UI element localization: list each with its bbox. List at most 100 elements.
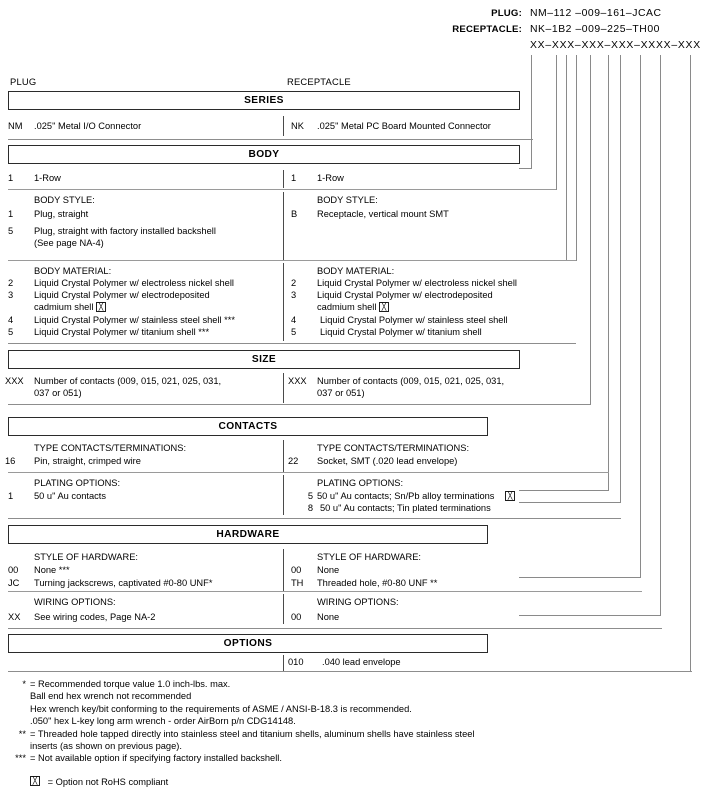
body-row-receptacle-code: 1 — [291, 173, 297, 183]
rule-after-hardware-style — [8, 591, 642, 592]
footnote-triple-star-mark: *** — [15, 753, 26, 764]
hardware-style-receptacle-code-0: 00 — [291, 565, 302, 575]
body-material-receptacle-code-1: 3 — [291, 290, 297, 300]
footnote-single-star-line2: Ball end hex wrench not recommended — [30, 691, 192, 702]
plating-plug-text-0: 50 u" Au contacts — [34, 491, 107, 501]
footnote-triple-star: *** = Not available option if specifying… — [6, 752, 696, 764]
body-material-plug-code-3: 4 — [8, 315, 14, 325]
body-row-plug-text: 1-Row — [34, 173, 61, 183]
series-receptacle-code: NK — [291, 121, 304, 131]
rule-after-options — [8, 671, 692, 673]
column-divider-contacts-type — [283, 440, 285, 472]
plating-receptacle-text-1: 50 u" Au contacts; Tin plated terminatio… — [320, 503, 491, 513]
rule-after-series — [8, 139, 533, 141]
leader-line-size-b — [590, 300, 591, 404]
options-receptacle-text-0: .040 lead envelope — [322, 657, 401, 667]
leader-line-contacts — [608, 55, 609, 490]
receptacle-label: RECEPTACLE: — [452, 24, 522, 35]
plug-part-number: NM–112 –009–161–JCAC — [530, 8, 662, 19]
body-material-plug-text-2-label: cadmium shell — [34, 302, 94, 312]
leader-elbow-hardware — [519, 577, 641, 578]
series-plug-code: NM — [8, 121, 23, 131]
rule-after-body-style — [8, 260, 576, 261]
part-number-mask: XX–XXX–XXX–XXX–XXXX–XXX — [530, 40, 701, 51]
wiring-plug-caption: WIRING OPTIONS: — [34, 597, 116, 607]
body-style-plug-code-1: 5 — [8, 226, 14, 236]
column-divider-hardware-style — [283, 549, 285, 591]
column-divider-options — [283, 655, 285, 671]
hardware-style-plug-text-0: None *** — [34, 565, 70, 575]
hardware-style-receptacle-text-1: Threaded hole, #0-80 UNF ** — [317, 578, 438, 588]
contacts-type-plug-code-0: 16 — [5, 456, 16, 466]
body-material-receptacle-text-0: Liquid Crystal Polymer w/ electroless ni… — [317, 278, 517, 288]
column-header-plug: PLUG — [10, 76, 37, 87]
plug-part-number-row: PLUG: NM–112 –009–161–JCAC — [430, 8, 703, 24]
section-header-series: SERIES — [8, 91, 520, 110]
body-style-plug-text-1: Plug, straight with factory installed ba… — [34, 226, 216, 236]
size-plug-line1: Number of contacts (009, 015, 021, 025, … — [34, 376, 222, 386]
footnote-single-star-line4: .050" hex L-key long arm wrench - order … — [30, 716, 296, 727]
column-divider-body-material — [283, 263, 285, 341]
wiring-receptacle-caption: WIRING OPTIONS: — [317, 597, 399, 607]
contacts-type-receptacle-caption: TYPE CONTACTS/TERMINATIONS: — [317, 443, 470, 453]
rule-after-wiring — [8, 628, 662, 630]
section-header-contacts: CONTACTS — [8, 417, 488, 436]
footnote-double-star-line1: = Threaded hole tapped directly into sta… — [30, 728, 475, 739]
body-material-plug-text-1: Liquid Crystal Polymer w/ electrodeposit… — [34, 290, 210, 300]
receptacle-part-number: NK–1B2 –009–225–TH00 — [530, 24, 661, 35]
leader-line-hardware — [640, 55, 641, 577]
footnote-rohs: ╳ = Option not RoHS compliant — [6, 776, 696, 788]
body-style-plug-text-0: Plug, straight — [34, 209, 89, 219]
contacts-type-plug-text-0: Pin, straight, crimped wire — [34, 456, 141, 466]
section-header-body: BODY — [8, 145, 520, 164]
rohs-noncompliant-icon: ╳ — [30, 776, 40, 787]
wiring-receptacle-text-0: None — [317, 612, 340, 622]
body-material-plug-text-3: Liquid Crystal Polymer w/ stainless stee… — [34, 315, 235, 325]
hardware-style-plug-text-1: Turning jackscrews, captivated #0-80 UNF… — [34, 578, 213, 588]
rule-after-body-material — [8, 343, 576, 345]
hardware-style-plug-code-1: JC — [8, 578, 20, 588]
column-divider-plating — [283, 475, 285, 515]
footnote-single-star-line3: Hex wrench key/bit conforming to the req… — [30, 703, 412, 714]
leader-elbow-contacts — [519, 490, 609, 491]
leader-elbow-wiring — [519, 615, 661, 616]
contacts-type-receptacle-code-0: 22 — [288, 456, 299, 466]
column-header-receptacle: RECEPTACLE — [287, 76, 351, 87]
leader-elbow-series — [519, 168, 532, 169]
column-divider-size — [283, 373, 285, 403]
body-style-receptacle-caption: BODY STYLE: — [317, 195, 378, 205]
plating-receptacle-code-1: 8 — [307, 503, 313, 513]
size-receptacle-line2: 037 or 051) — [317, 388, 365, 398]
rohs-noncompliant-icon: ╳ — [379, 301, 390, 312]
leader-elbow-plating — [519, 502, 621, 503]
body-material-receptacle-code-4: 5 — [291, 327, 297, 337]
column-divider-body-style — [283, 192, 285, 260]
column-divider-wiring — [283, 594, 285, 624]
plating-plug-caption: PLATING OPTIONS: — [34, 478, 121, 488]
size-receptacle-line1: Number of contacts (009, 015, 021, 025, … — [317, 376, 505, 386]
body-style-plug-text-2: (See page NA-4) — [34, 238, 104, 248]
receptacle-part-number-row: RECEPTACLE: NK–1B2 –009–225–TH00 — [430, 24, 703, 40]
wiring-plug-text-0: See wiring codes, Page NA-2 — [34, 612, 156, 622]
body-material-plug-code-0: 2 — [8, 278, 14, 288]
rule-after-contacts-type — [8, 472, 609, 473]
body-style-receptacle-text-0: Receptacle, vertical mount SMT — [317, 209, 449, 219]
size-plug-line2: 037 or 051) — [34, 388, 82, 398]
options-receptacle-code-0: 010 — [288, 657, 304, 667]
rule-after-size — [8, 404, 591, 406]
body-style-plug-code-0: 1 — [8, 209, 14, 219]
section-header-options: OPTIONS — [8, 634, 488, 653]
hardware-style-plug-code-0: 00 — [8, 565, 19, 575]
rule-after-plating — [8, 518, 621, 520]
rohs-noncompliant-icon: ╳ — [96, 301, 107, 312]
body-style-receptacle-code-0: B — [291, 209, 298, 219]
body-material-receptacle-text-4: Liquid Crystal Polymer w/ titanium shell — [320, 327, 482, 337]
footnote-double-star-mark: ** — [18, 728, 26, 739]
contacts-type-plug-caption: TYPE CONTACTS/TERMINATIONS: — [34, 443, 187, 453]
leader-line-options — [690, 55, 691, 671]
column-divider-body-row — [283, 170, 285, 188]
hardware-style-plug-caption: STYLE OF HARDWARE: — [34, 552, 138, 562]
footnote-triple-star-line1: = Not available option if specifying fac… — [30, 753, 282, 764]
wiring-receptacle-code-0: 00 — [291, 612, 302, 622]
hardware-style-receptacle-code-1: TH — [291, 578, 304, 588]
